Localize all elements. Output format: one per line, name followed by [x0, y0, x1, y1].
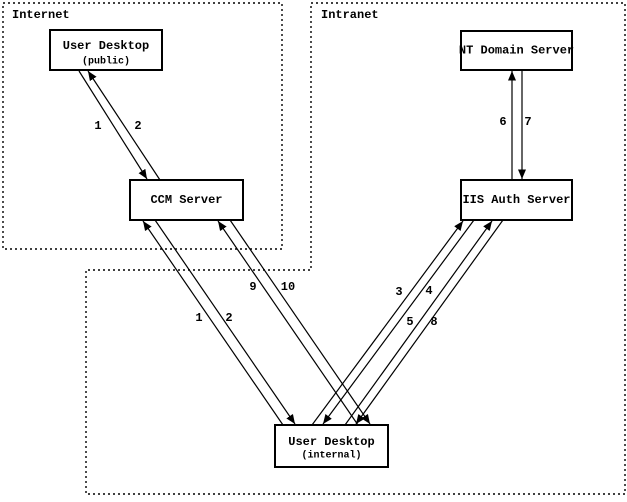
arrow-step-label: 6: [499, 115, 506, 129]
zone-intranet-label: Intranet: [321, 8, 379, 22]
node-nt-domain-server-title: NT Domain Server: [459, 44, 574, 58]
arrow-step-label: 1: [94, 119, 101, 133]
arrow-step-label: 9: [249, 280, 256, 294]
node-ccm-server-box: [129, 179, 244, 221]
arrow-ccm-server-to-user-desktop-public-step-2: [87, 70, 161, 181]
arrow-user-desktop-internal-to-iis-auth-server-step-5: [344, 220, 493, 426]
arrow-step-label: 4: [425, 284, 432, 298]
node-iis-auth-server-title: IIS Auth Server: [462, 193, 570, 207]
arrow-user-desktop-internal-to-iis-auth-server-step-3: [311, 220, 464, 426]
arrow-step-label: 3: [395, 285, 402, 299]
node-ccm-server-title: CCM Server: [150, 193, 222, 207]
arrow-step-label: 2: [134, 119, 141, 133]
arrow-iis-auth-server-to-user-desktop-internal-step-8: [355, 219, 504, 425]
node-user-desktop-internal-subtitle: (internal): [301, 450, 361, 462]
arrow-step-label: 8: [430, 315, 437, 329]
node-nt-domain-server-box: [460, 30, 573, 71]
node-user-desktop-public-box: [49, 29, 163, 71]
arrow-step-label: 1: [195, 311, 202, 325]
arrow-step-label: 2: [225, 311, 232, 325]
zone-internet-outline: [2, 2, 283, 250]
node-iis-auth-server-box: [460, 179, 573, 221]
arrow-user-desktop-internal-to-ccm-server-step-1: [142, 220, 284, 426]
node-user-desktop-internal-title: User Desktop: [288, 435, 374, 449]
node-user-desktop-public-title: User Desktop: [63, 39, 149, 53]
zone-internet-label: Internet: [12, 8, 70, 22]
arrow-step-label: 5: [406, 315, 413, 329]
arrow-user-desktop-internal-to-ccm-server-step-9: [217, 220, 359, 426]
arrow-step-label: 10: [281, 280, 295, 294]
node-user-desktop-public-subtitle: (public): [82, 56, 130, 68]
arrow-iis-auth-server-to-user-desktop-internal-step-4: [322, 219, 475, 425]
arrow-ccm-server-to-user-desktop-internal-step-10: [229, 219, 371, 425]
arrow-step-label: 7: [524, 115, 531, 129]
node-user-desktop-internal-box: [274, 424, 389, 468]
arrow-user-desktop-public-to-ccm-server-step-1: [78, 70, 148, 180]
arrow-ccm-server-to-user-desktop-internal-step-2: [154, 219, 296, 425]
